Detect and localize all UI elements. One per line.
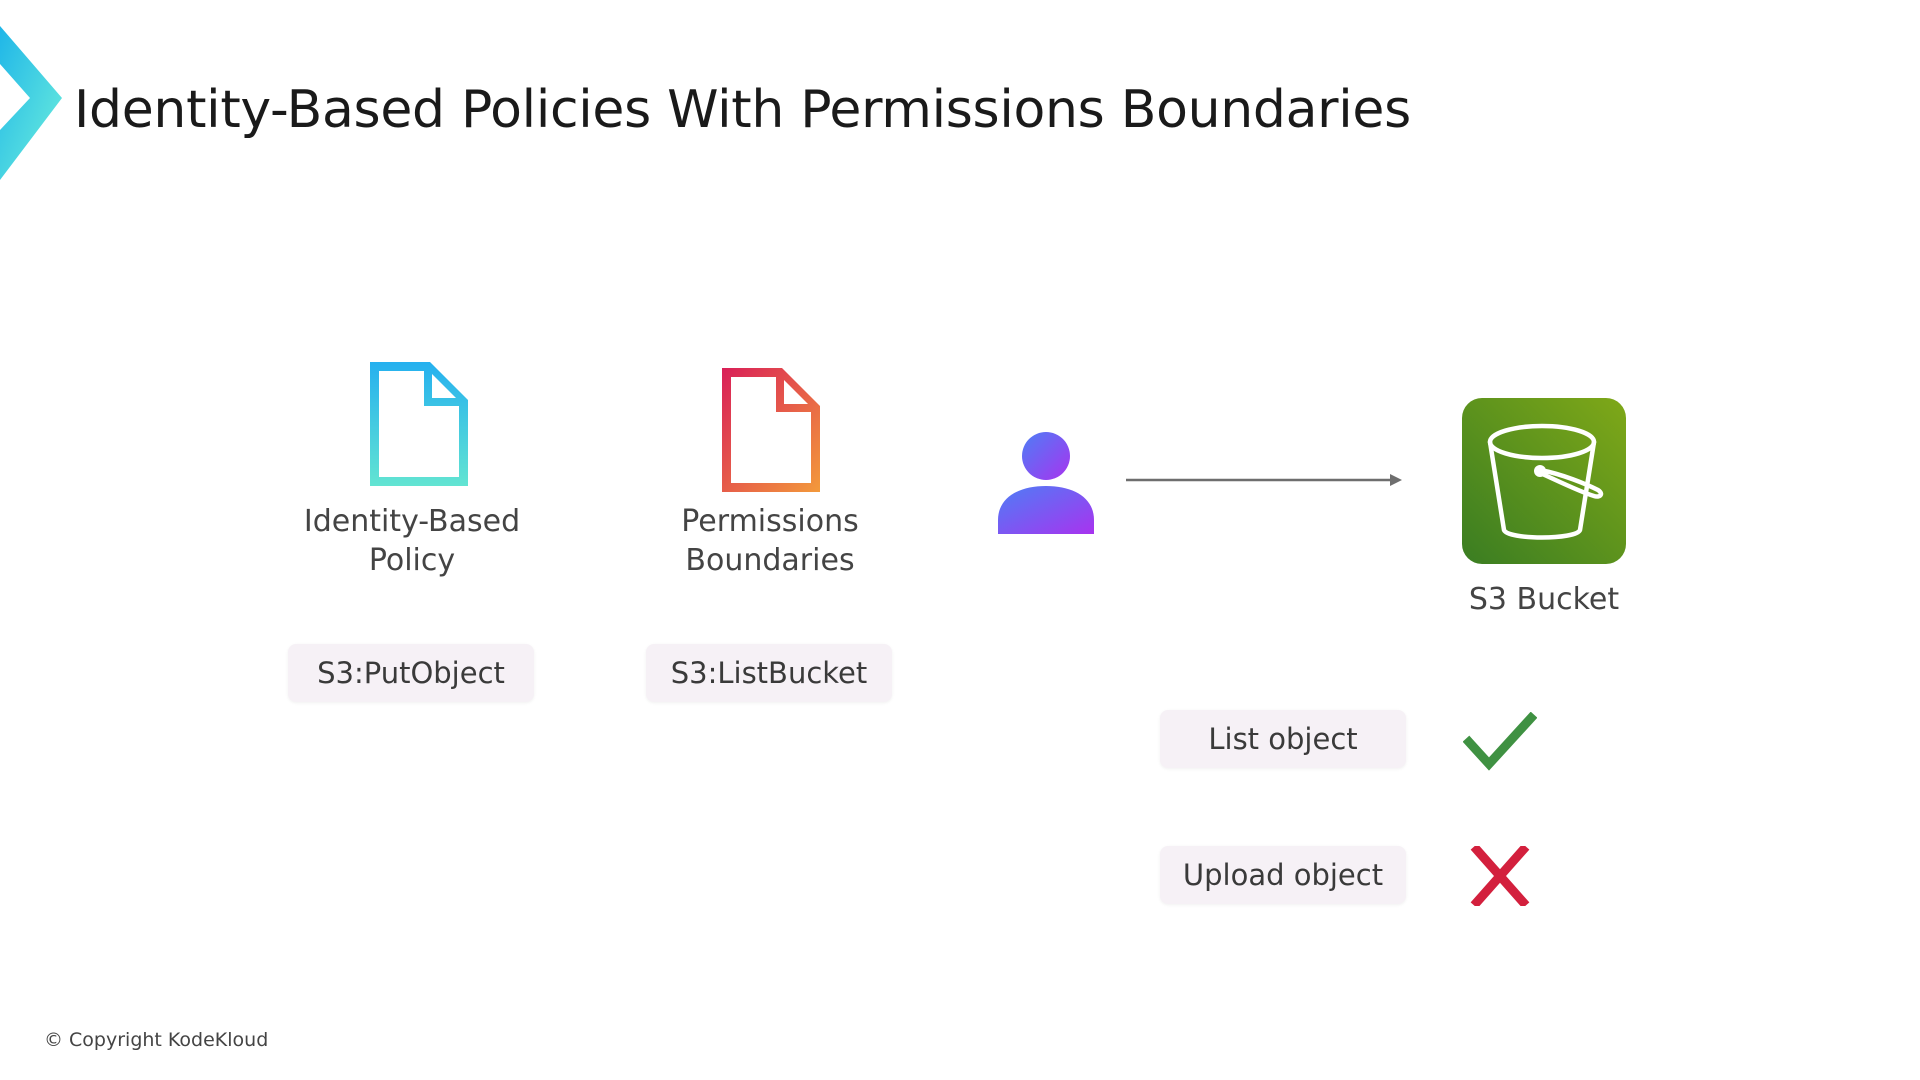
permissions-boundary-label-line1: Permissions [681, 504, 859, 539]
identity-policy-label-line2: Policy [368, 543, 456, 578]
copyright-text: © Copyright KodeKloud [44, 1029, 269, 1051]
cross-icon [1470, 846, 1530, 906]
page-title: Identity-Based Policies With Permissions… [74, 80, 1411, 140]
identity-policy-document-icon [370, 362, 468, 486]
permissions-boundary-document-icon [722, 368, 820, 492]
checkmark-icon [1463, 712, 1537, 771]
user-icon [998, 432, 1094, 534]
permissions-boundary-label-line2: Boundaries [685, 543, 855, 578]
s3-bucket-label: S3 Bucket [1468, 582, 1620, 617]
upload-object-pill: Upload object [1160, 846, 1406, 904]
flow-arrow [1126, 474, 1402, 486]
permissions-boundary-label: Permissions Boundaries [620, 502, 920, 580]
list-object-pill: List object [1160, 710, 1406, 768]
s3-bucket-icon [1462, 398, 1626, 564]
identity-policy-label: Identity-Based Policy [262, 502, 562, 580]
permissions-boundary-action-pill: S3:ListBucket [646, 644, 892, 702]
identity-policy-label-line1: Identity-Based [303, 504, 521, 539]
identity-policy-action-pill: S3:PutObject [288, 644, 534, 702]
logo-chevron-icon [0, 26, 62, 180]
